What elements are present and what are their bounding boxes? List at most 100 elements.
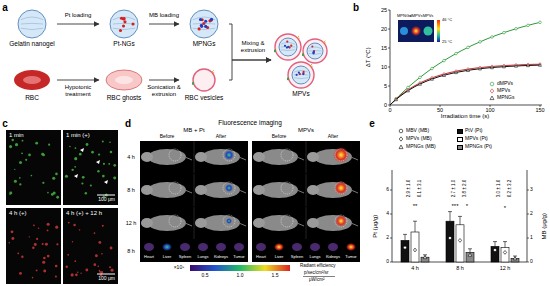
fluorescent-cell <box>19 177 21 179</box>
legend-symbol <box>398 128 404 134</box>
process-node: RBC <box>8 66 56 101</box>
row-label: 8 h <box>127 248 135 254</box>
tick-label: 150 <box>535 107 544 113</box>
tumor-marker <box>169 215 181 227</box>
fluorescent-cell <box>36 238 38 240</box>
node-label: RBC <box>8 94 56 101</box>
fluorescent-cell <box>55 226 58 229</box>
marker-triangle <box>503 65 506 68</box>
unit-label: μW/cm² <box>309 278 325 283</box>
value-annotation: 2.7 ± 1.0 <box>453 179 458 196</box>
marker-triangle <box>479 67 482 70</box>
process-arrow <box>229 60 271 80</box>
fluorescent-cell <box>91 151 94 154</box>
value-annotation: 6.1 ± 3.1 <box>419 179 424 196</box>
marker-triangle <box>527 64 530 67</box>
fluorescent-cell <box>66 265 68 267</box>
mouse-head <box>253 185 265 195</box>
fluorescent-cell <box>109 141 111 143</box>
fluorescent-cell <box>42 243 44 245</box>
fluorescent-cell <box>31 175 33 177</box>
fluorescent-cell <box>108 163 110 165</box>
tumor-marker <box>335 149 347 161</box>
fluorescence-signal <box>334 181 348 195</box>
tick <box>390 262 392 263</box>
fluorescence-signal <box>225 184 233 192</box>
organ-signal <box>310 243 320 251</box>
fluorescent-cell <box>110 247 113 250</box>
marker-triangle <box>467 69 470 72</box>
row-label: 4 h <box>127 154 135 160</box>
fluorescent-cell <box>9 145 12 148</box>
mouse-head <box>307 152 319 162</box>
error-bar <box>403 234 407 240</box>
vesicle <box>275 34 301 60</box>
organ-signal <box>346 243 356 251</box>
tick-label: 1.5 <box>272 273 279 279</box>
data-curve <box>390 64 540 105</box>
fluorescent-cell <box>79 153 82 156</box>
fluorescent-cell <box>9 242 11 244</box>
fluorescent-cell <box>74 260 76 262</box>
process-node: Gelatin nanogel <box>8 8 56 47</box>
organ-signal <box>162 243 172 251</box>
scale-exponent: ×10⁹ <box>174 265 185 271</box>
tick <box>390 238 392 239</box>
marker-circle <box>515 27 518 30</box>
image-label: 1 min (+) <box>66 132 90 139</box>
fluorescent-cell <box>110 151 113 154</box>
tick <box>388 67 390 68</box>
fluorescent-cell <box>15 143 18 146</box>
fluorescent-cell <box>101 253 103 255</box>
cell-center <box>23 76 41 84</box>
panel-title: Fluorescence imaging <box>218 119 282 126</box>
value-annotation: 3.8 ± 2.6 <box>464 179 469 196</box>
fluorescent-cell <box>47 192 49 194</box>
gel-mesh <box>294 74 308 75</box>
tick <box>527 262 529 263</box>
membrane-protein <box>192 82 194 85</box>
fluorescent-cell <box>86 143 89 146</box>
nanogel <box>307 43 323 59</box>
fluorescent-cell <box>29 236 30 237</box>
column-label: After <box>216 134 227 140</box>
gel-mesh <box>294 77 308 79</box>
marker-circle <box>467 46 470 49</box>
gel-mesh <box>294 71 308 73</box>
legend-label: PtV (Pt) <box>465 128 483 134</box>
node-label: RBC ghosts <box>100 94 148 101</box>
column-label: After <box>328 134 339 140</box>
gel-mesh <box>281 46 295 47</box>
membrane-protein <box>310 64 313 67</box>
tick-label: 20 <box>381 26 387 32</box>
fluorescent-cell <box>56 243 58 245</box>
fluorescent-cell <box>109 266 111 268</box>
marker-circle <box>448 236 451 239</box>
organ-label: Lungs <box>198 255 209 259</box>
marker-circle <box>493 248 496 251</box>
marker-circle <box>399 129 403 133</box>
fluorescent-cell <box>45 243 48 246</box>
fluorescent-cell <box>94 232 96 234</box>
panel-letter: e <box>369 118 375 129</box>
legend-label: MBV (MB) <box>406 128 429 134</box>
mouse <box>148 182 186 198</box>
fluorescent-cell <box>95 254 98 257</box>
marker-diamond <box>455 70 458 73</box>
fluorescent-cell <box>69 146 71 148</box>
fluorescent-cell <box>73 224 76 227</box>
tick-label: 100 <box>485 107 494 113</box>
mb-molecule <box>296 74 298 76</box>
error-bar <box>493 242 497 247</box>
fluorescent-cell <box>98 153 100 155</box>
fluorescent-cell <box>52 177 55 180</box>
panel-letter: b <box>353 2 359 13</box>
legend-swatch <box>457 137 463 142</box>
fluorescent-cell <box>55 173 58 176</box>
membrane-protein <box>302 53 304 56</box>
mouse-head <box>141 152 153 162</box>
organ-label: Tumor <box>233 255 244 259</box>
marker-circle <box>455 52 458 55</box>
fluorescent-cell <box>71 273 74 276</box>
fluorescent-cell <box>67 254 69 256</box>
